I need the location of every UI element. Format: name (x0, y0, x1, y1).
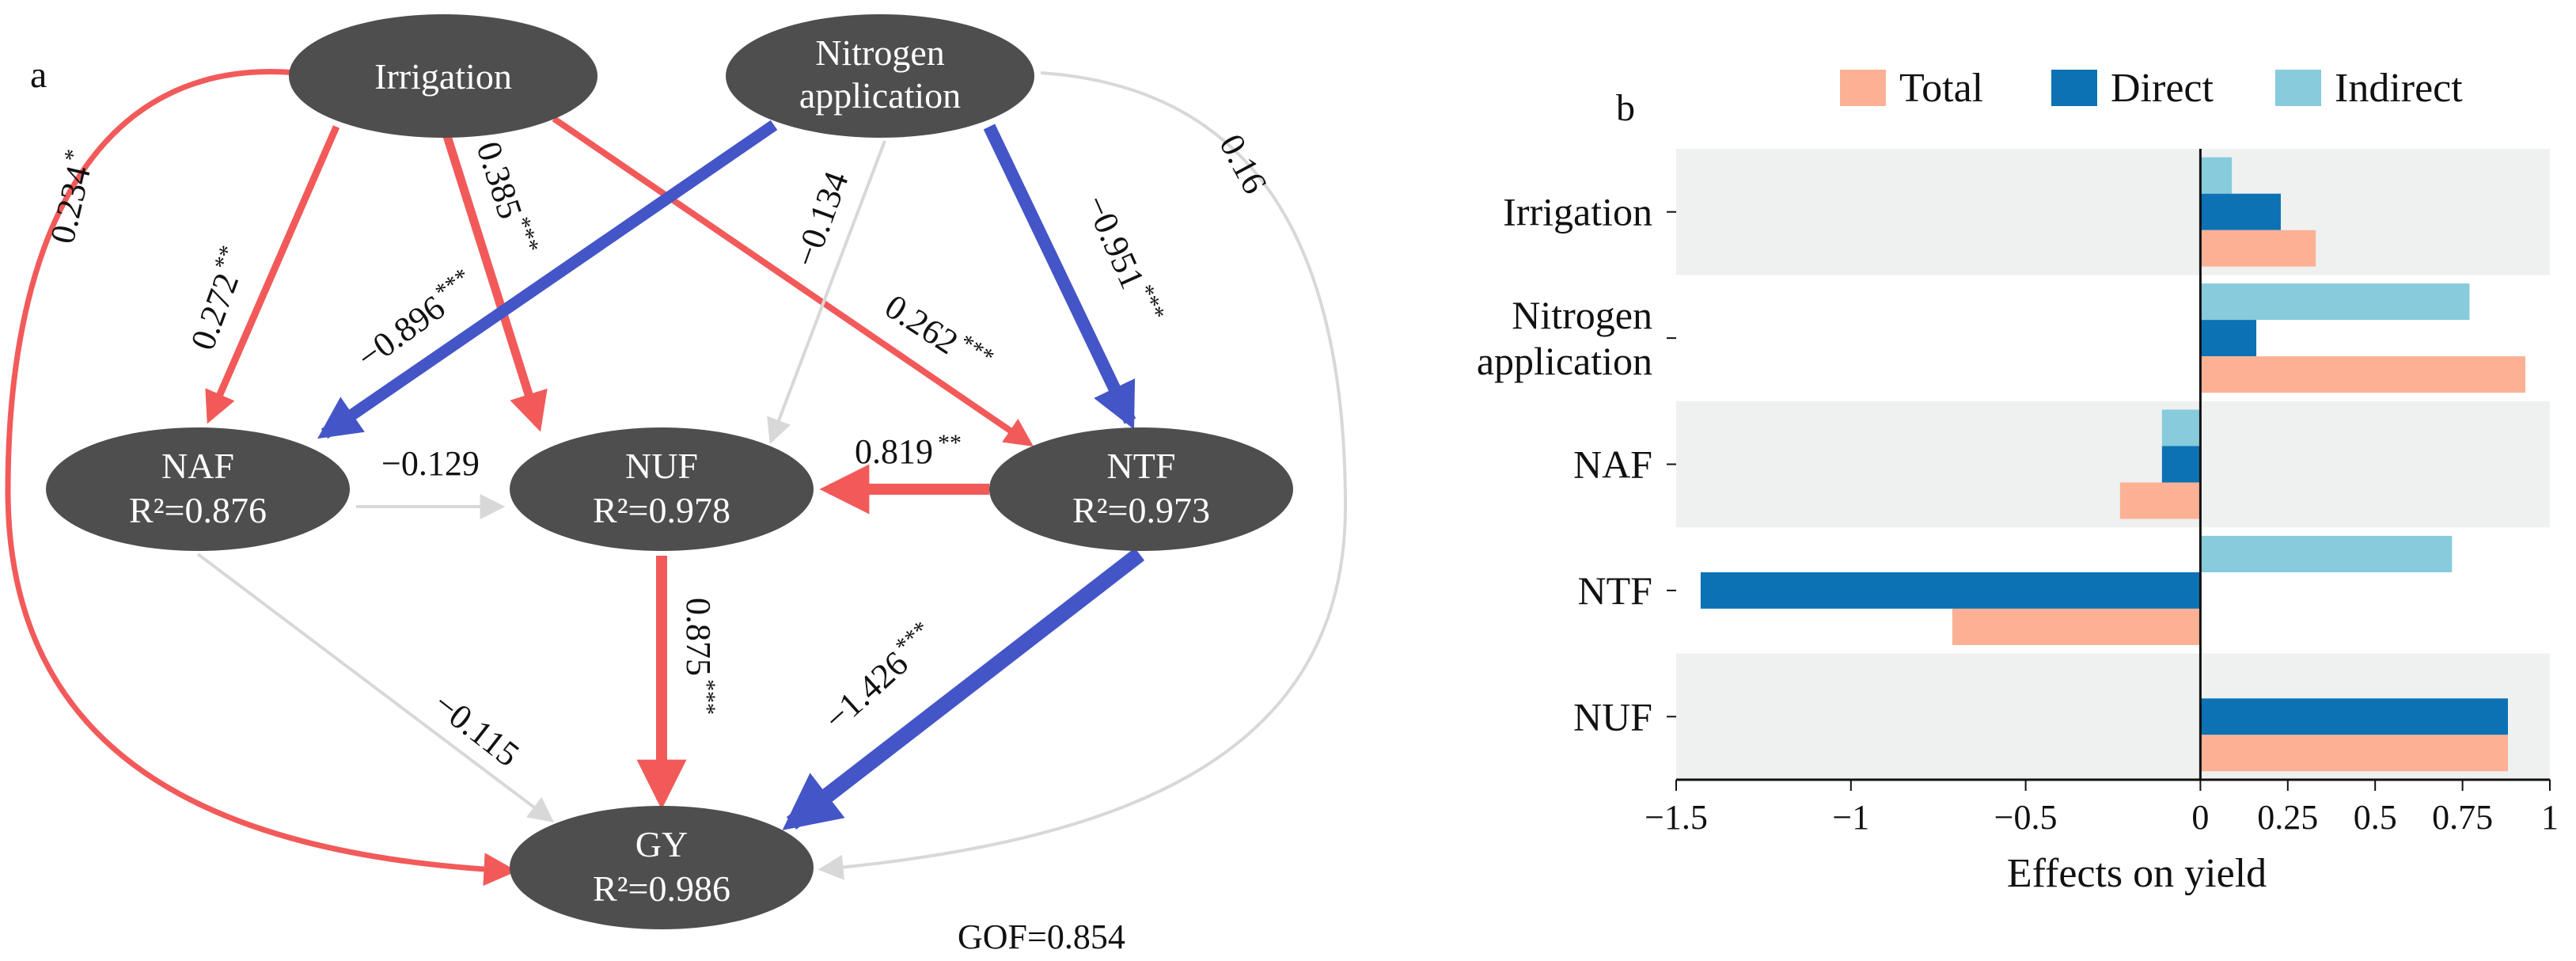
node-gy: GY R²=0.986 (510, 806, 814, 929)
bar-direct-nuf (2200, 698, 2509, 735)
node-nuf-r2: R²=0.978 (593, 490, 730, 530)
bars (1700, 157, 2526, 772)
edges (5, 69, 1348, 887)
axes (1667, 149, 2550, 781)
edge-naf-gy (196, 553, 555, 822)
panel-a-path-diagram: a (5, 14, 1348, 956)
bar-total-ntf (1952, 608, 2201, 645)
x-tick-label: 0.75 (2432, 798, 2493, 837)
node-naf-label: NAF (161, 446, 234, 486)
node-ntf-r2: R²=0.973 (1072, 490, 1210, 530)
node-irrigation-label: Irrigation (374, 56, 512, 97)
edge-ntf-gy (782, 548, 1145, 830)
node-nitrogen-application: Nitrogen application (726, 14, 1034, 138)
bar-total-naf (2119, 482, 2201, 519)
bar-direct-naf (2161, 446, 2201, 483)
bar-total-nuf (2200, 735, 2509, 772)
bar-direct-nitrogen-application (2200, 320, 2257, 357)
node-nitrogen-line2: application (799, 75, 961, 116)
category-label: Irrigation (1503, 190, 1652, 234)
legend: Total Direct Indirect (1840, 66, 2463, 111)
band-shade (1676, 401, 2550, 528)
band-shade (1676, 149, 2550, 275)
panel-b-bar-chart: b Total Direct Indirect IrrigationNitrog… (1477, 66, 2559, 896)
legend-swatch-direct (2051, 70, 2097, 106)
bar-indirect-nitrogen-application (2200, 283, 2470, 321)
edge-label-nitrogen-ntf: −0.951*** (1077, 188, 1170, 330)
edge-irrigation-ntf (552, 116, 1034, 447)
category-bands (1676, 149, 2550, 780)
legend-label-indirect: Indirect (2335, 66, 2463, 111)
node-ntf-label: NTF (1107, 446, 1176, 486)
legend-label-total: Total (1899, 66, 1983, 111)
edge-nitrogen-ntf (983, 123, 1136, 430)
bar-indirect-naf (2161, 409, 2201, 446)
edge-irrigation-gy (5, 69, 518, 887)
edge-nitrogen-nuf (767, 140, 886, 444)
edge-label-naf-nuf: −0.129 (381, 444, 480, 483)
bar-indirect-irrigation (2200, 157, 2233, 194)
legend-label-direct: Direct (2111, 66, 2214, 111)
category-label: NUF (1573, 694, 1652, 739)
legend-swatch-indirect (2275, 70, 2321, 106)
x-tick-label: 0.5 (2354, 798, 2397, 837)
bar-total-irrigation (2200, 230, 2316, 267)
edge-label-nitrogen-nuf: −0.134 (786, 166, 856, 272)
legend-swatch-total (1840, 70, 1886, 106)
bar-direct-ntf (1700, 572, 2201, 609)
x-tick-label: −0.5 (1994, 798, 2058, 837)
x-tick-label: 1 (2541, 798, 2559, 837)
panel-a-letter: a (30, 54, 47, 96)
node-nuf-label: NUF (625, 446, 698, 486)
edge-irrigation-naf (205, 125, 340, 424)
node-gy-label: GY (635, 824, 688, 864)
node-naf-r2: R²=0.876 (129, 490, 267, 530)
x-tick-label: −1 (1832, 798, 1869, 837)
node-naf: NAF R²=0.876 (46, 427, 350, 551)
node-nuf: NUF R²=0.978 (510, 427, 814, 551)
nodes: Irrigation Nitrogen application NAF R²=0… (46, 14, 1293, 929)
bar-direct-irrigation (2200, 193, 2281, 230)
x-ticks: −1.5 −1 −0.5 0 0.25 0.5 0.75 1 (1645, 780, 2559, 837)
node-gy-r2: R²=0.986 (593, 868, 730, 909)
bar-indirect-ntf (2200, 535, 2453, 572)
edge-irrigation-nuf (442, 135, 548, 432)
edge-label-ntf-nuf: 0.819** (855, 430, 962, 471)
edge-label-irrigation-ntf: 0.262*** (878, 285, 999, 383)
edge-label-nitrogen-naf: −0.896*** (348, 263, 483, 377)
x-tick-label: 0.25 (2257, 798, 2318, 837)
node-nitrogen-line1: Nitrogen (815, 32, 945, 73)
node-irrigation: Irrigation (289, 14, 598, 138)
x-tick-label: 0 (2191, 798, 2209, 837)
node-ntf: NTF R²=0.973 (989, 427, 1293, 551)
edge-nitrogen-naf (317, 120, 778, 439)
panel-b-letter: b (1616, 87, 1635, 129)
x-axis-label: Effects on yield (2007, 851, 2267, 896)
edge-nitrogen-gy (818, 71, 1348, 880)
x-tick-label: −1.5 (1645, 798, 1708, 837)
category-label: NTF (1578, 568, 1652, 613)
category-label: NAF (1573, 443, 1652, 487)
edge-label-nuf-gy: 0.875*** (679, 598, 720, 715)
gof-label: GOF=0.854 (958, 917, 1125, 956)
bar-total-nitrogen-application (2200, 356, 2526, 393)
edge-label-naf-gy: −0.115 (427, 684, 526, 774)
